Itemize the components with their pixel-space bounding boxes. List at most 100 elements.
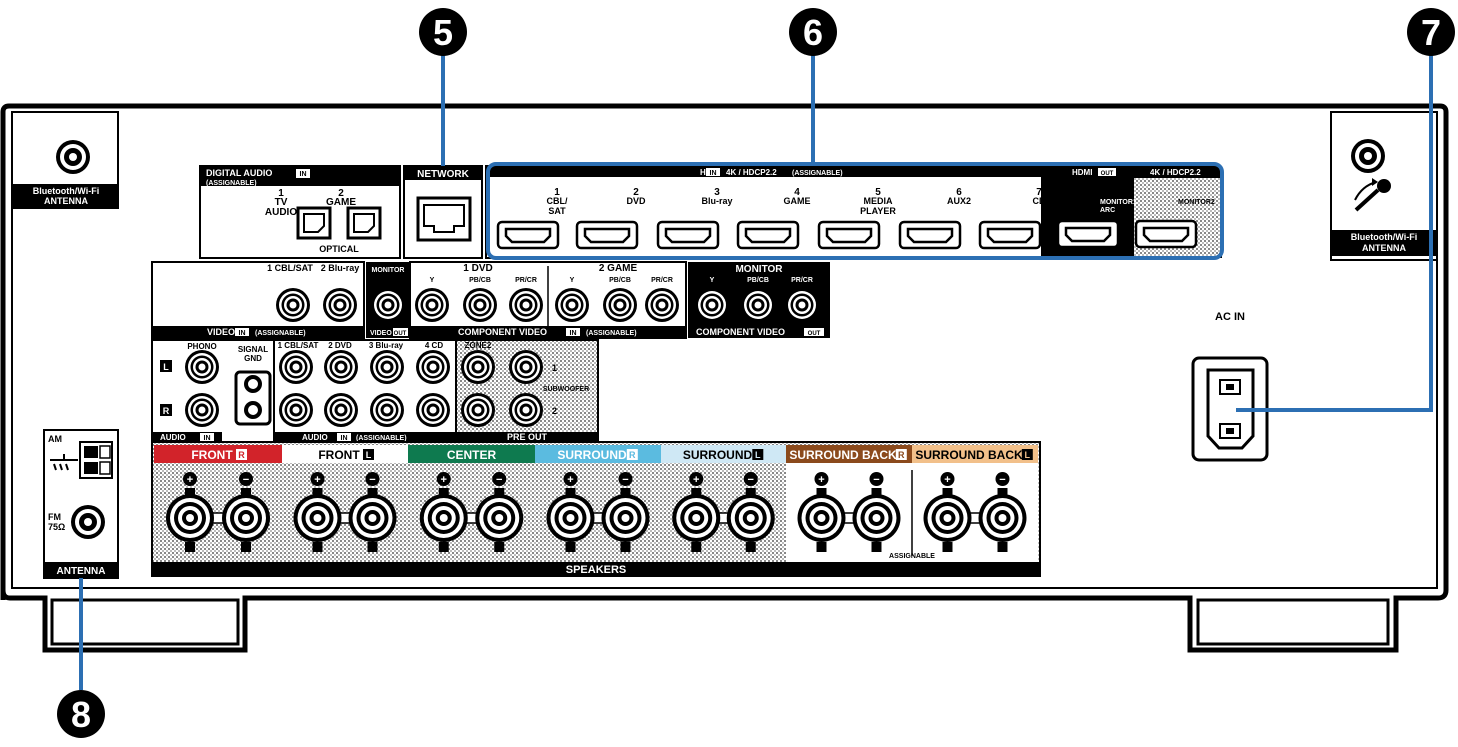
speaker-binding-post[interactable] [923, 494, 972, 542]
phono-jack-r[interactable] [185, 393, 219, 427]
optical-1-name2: AUDIO [265, 207, 297, 218]
video-in-jack-1[interactable] [276, 288, 310, 322]
hdmi-connector-icon [978, 220, 1042, 250]
comp-in-y-1: Y [430, 277, 435, 284]
comp-out-pb: PB/CB [747, 277, 769, 284]
comp-in-jack[interactable] [603, 288, 637, 322]
terminal-tab [997, 488, 1008, 496]
fm-antenna-jack[interactable] [71, 505, 105, 539]
comp-out-jack[interactable] [785, 288, 819, 322]
video-in-label-1: 1 CBL/SAT [267, 263, 313, 273]
speaker-binding-post[interactable] [419, 494, 468, 542]
zone2-jack[interactable] [461, 393, 495, 427]
ground-icon [50, 454, 78, 471]
minus-sign: − [748, 474, 754, 486]
comp-in-jack[interactable] [555, 288, 589, 322]
audio-in-jack[interactable] [324, 393, 358, 427]
speaker-binding-post[interactable] [348, 494, 397, 542]
optical-port-2[interactable] [346, 206, 382, 240]
plus-sign: + [441, 474, 447, 486]
terminal-tab [438, 488, 449, 496]
subwoofer-jack-1[interactable] [509, 350, 543, 384]
audio-in-jack[interactable] [370, 393, 404, 427]
phono-jack-l[interactable] [185, 350, 219, 384]
minus-icon: − [869, 472, 884, 486]
comp-out-jack[interactable] [695, 288, 729, 322]
hdmi-in-port-num: 1 [554, 187, 560, 198]
speaker-group-name: FRONT [191, 448, 233, 462]
digital-audio-subtitle: (ASSIGNABLE) [206, 180, 257, 187]
audio-in-jack[interactable] [416, 393, 450, 427]
hdmi-in-port-label: MEDIA [864, 196, 894, 206]
hdmi-out-monitor1-port[interactable] [1056, 219, 1120, 249]
callout-6: 6 [789, 8, 837, 56]
comp-in-jack[interactable] [463, 288, 497, 322]
plus-sign: + [314, 474, 320, 486]
callout-lines [79, 50, 1433, 690]
audio-in-jack[interactable] [324, 350, 358, 384]
terminal-tab [494, 488, 505, 496]
audio-in-jack[interactable] [279, 393, 313, 427]
terminal-tab [312, 542, 323, 552]
terminal-tab [241, 542, 251, 552]
speaker-side-letter: R [898, 450, 905, 460]
hdmi-out-monitor2-port[interactable] [1134, 219, 1198, 249]
speaker-binding-post[interactable] [222, 494, 270, 542]
comp-out-jack[interactable] [741, 288, 775, 322]
speaker-binding-post[interactable] [293, 494, 342, 542]
zone2-jack[interactable] [461, 350, 495, 384]
terminal-tab [942, 542, 953, 552]
optical-2-name: GAME [326, 197, 356, 208]
video-out-jack[interactable] [371, 288, 405, 322]
hdmi-in-port-num: 6 [956, 187, 962, 198]
speaker-binding-post[interactable] [797, 494, 846, 542]
speaker-binding-post[interactable] [546, 494, 595, 542]
ground-terminal[interactable] [234, 370, 272, 426]
audio-in-jack[interactable] [370, 350, 404, 384]
am-terminal[interactable] [79, 441, 113, 479]
plus-sign: + [567, 474, 573, 486]
phono-l: L [163, 362, 169, 372]
ethernet-port[interactable] [416, 196, 472, 242]
speaker-binding-post[interactable] [726, 494, 775, 542]
comp-in-jack[interactable] [645, 288, 679, 322]
audio-in-jack[interactable] [279, 350, 313, 384]
subwoofer-jack-2[interactable] [509, 393, 543, 427]
zone2-label: ZONE2 [465, 341, 492, 350]
comp-in-jack[interactable] [415, 288, 449, 322]
audio-in-jack[interactable] [416, 350, 450, 384]
ac-inlet[interactable] [1191, 356, 1269, 462]
speaker-binding-post[interactable] [852, 494, 901, 542]
hdmi-in-port-num: 5 [875, 187, 881, 198]
comp-in-jack[interactable] [509, 288, 543, 322]
speaker-binding-post[interactable] [475, 494, 524, 542]
digital-audio-in-badge: IN [300, 171, 307, 178]
speaker-group-name: CENTER [447, 448, 497, 462]
video-out-panel: MONITOR VIDEO OUT [366, 262, 410, 338]
callout-7-number: 7 [1421, 12, 1441, 53]
bt-antenna-left[interactable]: Bluetooth/Wi-Fi ANTENNA [11, 111, 119, 209]
terminal-tab [565, 542, 576, 552]
optical-port-1[interactable] [296, 206, 332, 240]
monitor2-label: MONITOR2 [1178, 199, 1215, 206]
video-in-jack-2[interactable] [323, 288, 357, 322]
hdmi-in-port-7[interactable]: 7CD [978, 187, 1046, 250]
speaker-binding-post[interactable] [166, 494, 214, 542]
bt-antenna-right[interactable]: Bluetooth/Wi-Fi ANTENNA [1330, 111, 1438, 261]
callout-5: 5 [419, 8, 467, 56]
speaker-side-letter: L [1025, 450, 1031, 460]
speaker-binding-post[interactable] [672, 494, 721, 542]
speaker-binding-post[interactable] [601, 494, 650, 542]
terminal-tab [367, 488, 378, 496]
minus-sign: − [243, 474, 249, 486]
speaker-binding-post[interactable] [978, 494, 1027, 542]
comp-in-y-2: Y [570, 277, 575, 284]
